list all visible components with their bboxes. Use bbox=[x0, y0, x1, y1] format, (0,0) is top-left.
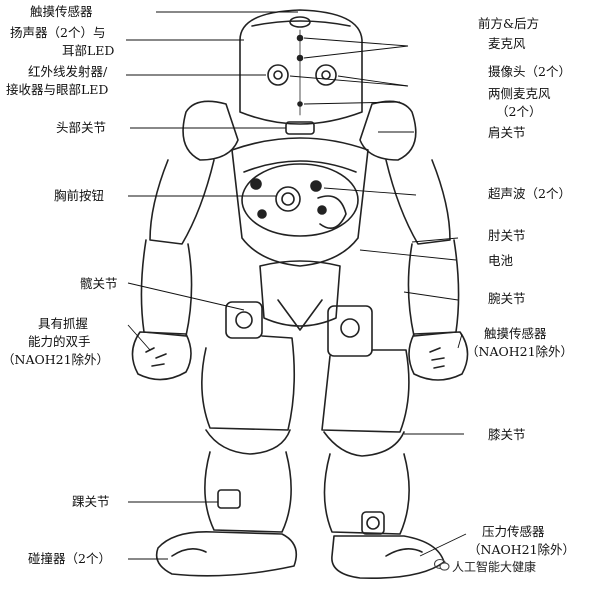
label-shoulder-joint: 肩关节 bbox=[488, 125, 526, 140]
right-shoulder bbox=[359, 100, 417, 161]
pelvis bbox=[259, 260, 341, 327]
label-speaker-line2: 耳部LED bbox=[62, 43, 115, 58]
label-knee-joint: 膝关节 bbox=[488, 427, 526, 442]
label-hand-line3: （NAOH21除外） bbox=[2, 352, 110, 367]
label-touch-sensor-head: 触摸传感器 bbox=[30, 4, 93, 19]
right-eye bbox=[315, 64, 337, 86]
label-mic-side-line2: （2个） bbox=[496, 104, 542, 119]
label-wrist-joint: 腕关节 bbox=[488, 291, 526, 306]
label-hand-line1: 具有抓握 bbox=[38, 316, 89, 331]
label-sonar: 超声波（2个） bbox=[488, 186, 571, 201]
label-ankle-joint: 踝关节 bbox=[72, 494, 110, 509]
label-touch-hand-line1: 触摸传感器 bbox=[484, 326, 547, 341]
chest-button bbox=[275, 186, 301, 212]
left-hand bbox=[131, 331, 192, 381]
watermark-text: 人工智能大健康 bbox=[452, 560, 537, 574]
label-camera: 摄像头（2个） bbox=[488, 64, 571, 79]
label-bumper: 碰撞器（2个） bbox=[28, 551, 111, 566]
label-pressure-line1: 压力传感器 bbox=[482, 524, 545, 539]
label-mic-side-line1: 两侧麦克风 bbox=[488, 86, 551, 101]
label-battery: 电池 bbox=[488, 253, 514, 268]
label-ir-line2: 接收器与眼部LED bbox=[6, 82, 109, 97]
label-mic-front-line2: 麦克风 bbox=[488, 36, 526, 51]
label-touch-hand-line2: （NAOH21除外） bbox=[466, 344, 574, 359]
right-foot bbox=[331, 535, 445, 579]
label-ir-line1: 红外线发射器/ bbox=[28, 64, 108, 79]
wechat-icon bbox=[434, 558, 450, 571]
torso bbox=[231, 137, 369, 267]
robot-head bbox=[239, 9, 363, 125]
label-elbow-joint: 肘关节 bbox=[488, 228, 526, 243]
label-mic-front-line1: 前方&后方 bbox=[478, 16, 540, 31]
label-hand-line2: 能力的双手 bbox=[28, 334, 91, 349]
label-hip-joint: 髋关节 bbox=[80, 276, 118, 291]
label-neck-joint: 头部关节 bbox=[56, 120, 107, 135]
left-shoulder bbox=[182, 100, 239, 161]
label-chest-button: 胸前按钮 bbox=[54, 188, 105, 203]
left-foot bbox=[155, 531, 298, 577]
right-hand bbox=[408, 331, 469, 381]
left-eye bbox=[267, 64, 289, 86]
label-pressure-line2: （NAOH21除外） bbox=[468, 542, 576, 557]
label-speaker-line1: 扬声器（2个）与 bbox=[10, 25, 106, 40]
